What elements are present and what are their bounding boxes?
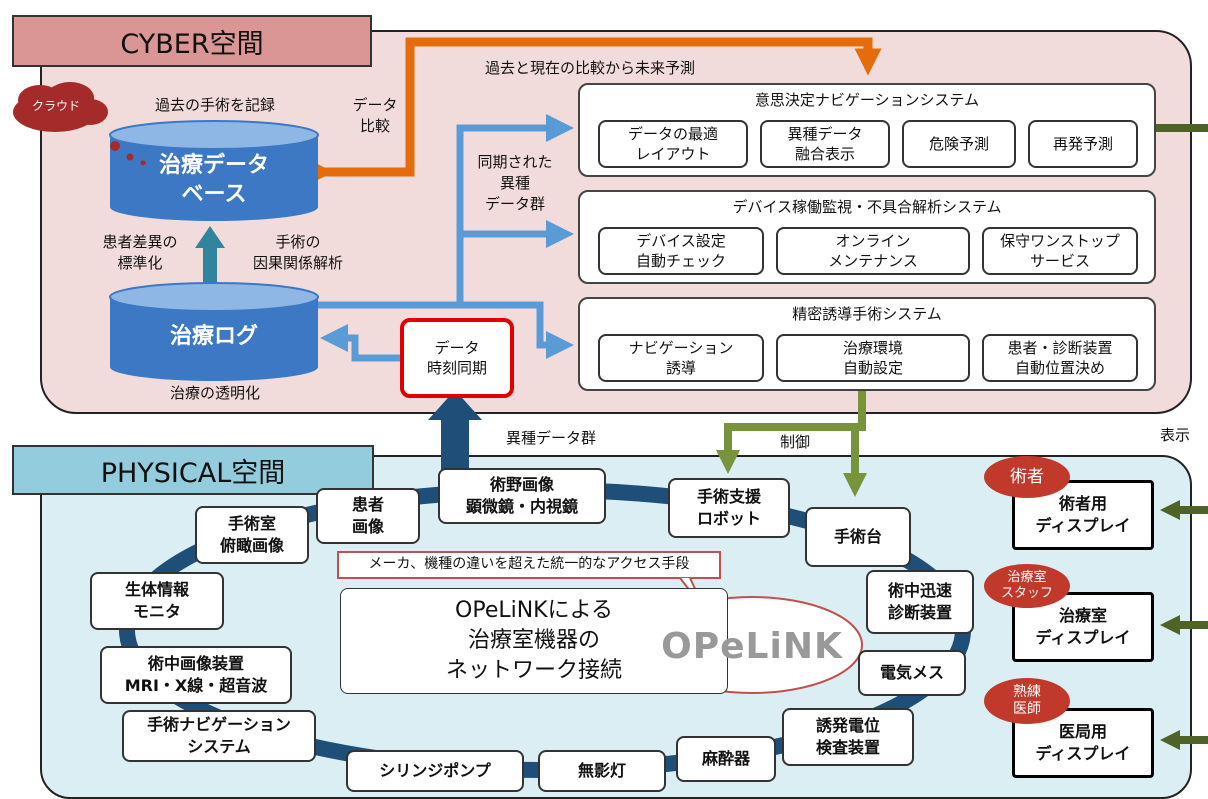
cloud-label: クラウド: [31, 99, 80, 113]
compare-label: データ 比較: [352, 96, 398, 135]
control-arrow: [716, 386, 866, 474]
device-navigation: 手術ナビゲーション システム: [122, 710, 316, 762]
device-table: 手術台: [805, 507, 911, 567]
network-description: OPeLiNKによる 治療室機器の ネットワーク接続: [340, 588, 728, 694]
opelink-logo-text: OPeLiNK: [661, 626, 843, 667]
treatment-database: [109, 120, 319, 221]
display-label: 表示: [1159, 426, 1190, 444]
transparency-label: 治療の透明化: [169, 384, 260, 402]
system-title: 意思決定ナビゲーションシステム: [754, 91, 980, 109]
system-item: データの最適 レイアウト: [598, 120, 748, 168]
log-label: 治療ログ: [169, 324, 258, 349]
tag-expert: 熟練 医師: [984, 678, 1070, 724]
future-label: 過去と現在の比較から未来予測: [484, 59, 695, 77]
office-display: 医局用 ディスプレイ: [1012, 708, 1154, 778]
device-rapid-diagnosis: 術中迅速 診断装置: [866, 570, 974, 634]
system-item: 異種データ 融合表示: [760, 120, 890, 168]
physical-title: PHYSICAL空間: [12, 445, 374, 495]
device-anesthesia: 麻酔器: [676, 736, 776, 782]
device-patient-image: 患者 画像: [316, 488, 420, 544]
db-label: 治療データ ベース: [158, 153, 269, 207]
device-surgical-light: 無影灯: [538, 750, 666, 792]
device-esu: 電気メス: [858, 650, 966, 696]
cloud-icon: [13, 82, 146, 166]
device-vital-monitor: 生体情報 モニタ: [90, 572, 224, 630]
standardization-label: 患者差異の 標準化: [102, 233, 178, 272]
device-field-image: 術野画像 顕微鏡・内視鏡: [438, 468, 606, 524]
system-item: 危険予測: [902, 120, 1016, 168]
compare-arrow: [306, 37, 882, 186]
device-room-image: 手術室 俯瞰画像: [195, 506, 309, 564]
system-item: デバイス設定 自動チェック: [598, 227, 764, 275]
causal-label: 手術の 因果関係解析: [252, 233, 343, 272]
tag-surgeon: 術者: [984, 456, 1070, 498]
system-title: デバイス稼働監視・不具合解析システム: [732, 198, 1002, 216]
device-robot: 手術支援 ロボット: [668, 478, 790, 538]
treatment-log: [109, 282, 319, 381]
sync-box: データ 時刻同期: [400, 318, 514, 398]
hetero-data-label: 異種データ群: [505, 429, 596, 447]
sync-to-log-arrow: [320, 324, 400, 362]
tag-room-staff: 治療室 スタッフ: [984, 564, 1070, 608]
callout-text: メーカ、機種の違いを超えた統一的なアクセス手段: [368, 556, 690, 572]
device-evoked-potential: 誘発電位 検査装置: [782, 708, 914, 766]
system-item: 治療環境 自動設定: [776, 334, 970, 382]
device-intraop-imaging: 術中画像装置 MRI・X線・超音波: [100, 646, 292, 704]
system-item: 再発予測: [1028, 120, 1138, 168]
record-label: 過去の手術を記録: [154, 96, 275, 114]
control-label: 制御: [779, 433, 810, 451]
system-item: 保守ワンストップ サービス: [982, 227, 1138, 275]
system-item: ナビゲーション 誘導: [598, 334, 764, 382]
device-syringe-pump: シリンジポンプ: [346, 750, 524, 792]
sync-group-label: 同期された 異種 データ群: [477, 153, 553, 213]
cyber-title: CYBER空間: [12, 15, 372, 67]
system-item: オンライン メンテナンス: [776, 227, 970, 275]
system-title: 精密誘導手術システム: [792, 305, 942, 323]
system-item: 患者・診断装置 自動位置決め: [982, 334, 1138, 382]
